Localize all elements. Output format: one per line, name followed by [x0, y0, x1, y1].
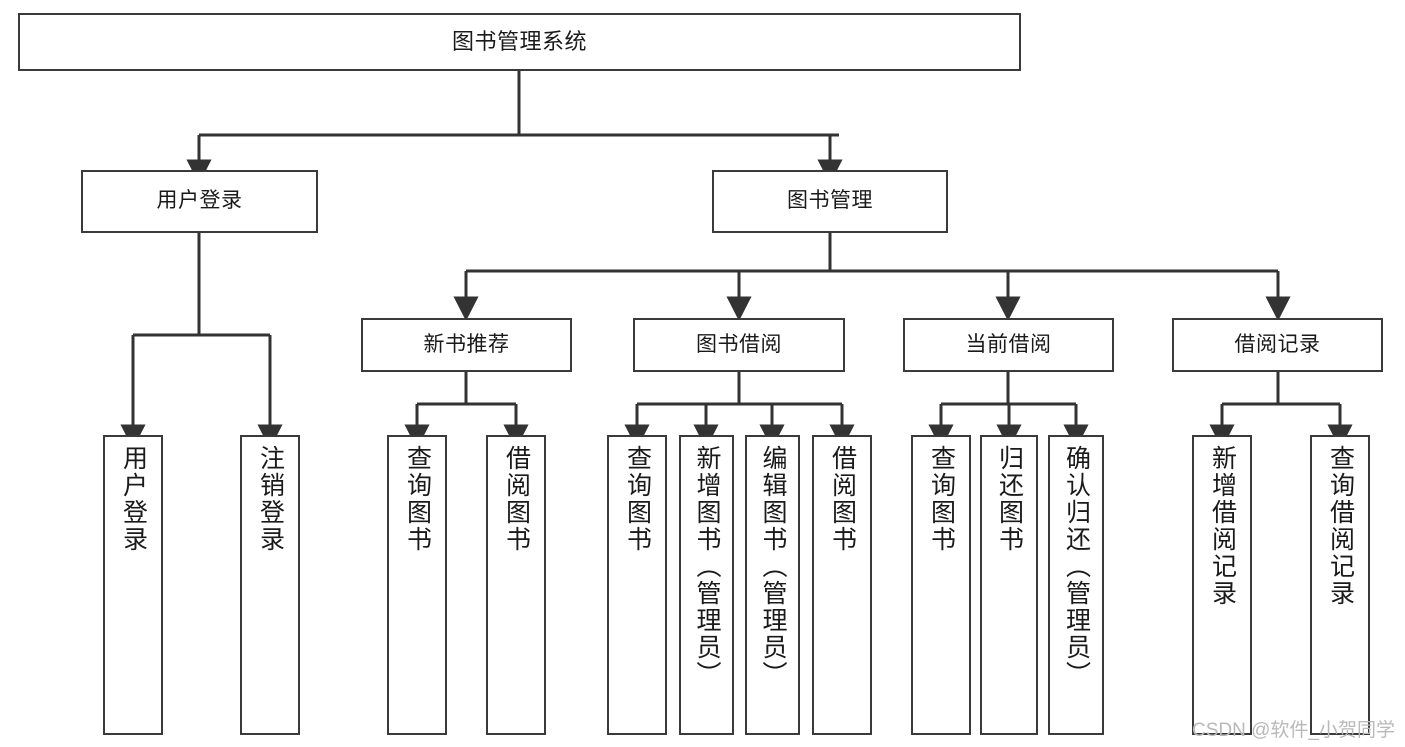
node-current-borrow[interactable]: 当前借阅 [903, 318, 1114, 372]
node-leaf-add-record-label: 新增借阅记录 [1208, 445, 1237, 607]
node-borrow-record-label: 借阅记录 [1234, 332, 1321, 356]
node-leaf-query-book-2-label: 查询图书 [623, 445, 652, 553]
node-leaf-add-record[interactable]: 新增借阅记录 [1192, 435, 1252, 735]
node-new-book-recommend-label: 新书推荐 [423, 332, 510, 356]
node-leaf-borrow-book-2-label: 借阅图书 [828, 445, 857, 553]
node-leaf-query-book-3-label: 查询图书 [927, 445, 956, 553]
node-book-management[interactable]: 图书管理 [712, 170, 948, 233]
node-leaf-logout-login[interactable]: 注销登录 [240, 435, 300, 735]
node-borrow-record[interactable]: 借阅记录 [1172, 318, 1383, 372]
node-leaf-logout-login-label: 注销登录 [256, 445, 285, 553]
node-leaf-confirm-return-label: 确认归还（管理员） [1062, 445, 1091, 688]
node-leaf-borrow-book-2[interactable]: 借阅图书 [812, 435, 872, 735]
node-user-login[interactable]: 用户登录 [81, 170, 318, 233]
csdn-watermark: CSDN @软件_小贺同学 [1192, 720, 1395, 741]
node-leaf-query-book-1-label: 查询图书 [403, 445, 432, 553]
node-leaf-confirm-return[interactable]: 确认归还（管理员） [1048, 435, 1104, 735]
node-leaf-query-book-1[interactable]: 查询图书 [387, 435, 447, 735]
node-leaf-borrow-book-1-label: 借阅图书 [502, 445, 531, 553]
node-leaf-user-login[interactable]: 用户登录 [103, 435, 163, 735]
node-leaf-query-record-label: 查询借阅记录 [1326, 445, 1355, 607]
node-book-management-label: 图书管理 [787, 189, 873, 213]
node-user-login-label: 用户登录 [156, 189, 243, 213]
node-leaf-add-book-label: 新增图书（管理员） [693, 445, 721, 688]
node-leaf-edit-book-label: 编辑图书（管理员） [759, 445, 787, 688]
node-new-book-recommend[interactable]: 新书推荐 [361, 318, 572, 372]
node-root-label: 图书管理系统 [451, 29, 587, 55]
node-leaf-return-book-label: 归还图书 [995, 445, 1024, 553]
node-leaf-query-book-2[interactable]: 查询图书 [607, 435, 667, 735]
node-root[interactable]: 图书管理系统 [18, 13, 1021, 71]
node-book-borrow-label: 图书借阅 [696, 332, 782, 356]
node-leaf-return-book[interactable]: 归还图书 [980, 435, 1038, 735]
node-book-borrow[interactable]: 图书借阅 [633, 318, 845, 372]
node-leaf-borrow-book-1[interactable]: 借阅图书 [486, 435, 546, 735]
node-leaf-user-login-label: 用户登录 [119, 445, 148, 553]
node-leaf-edit-book[interactable]: 编辑图书（管理员） [745, 435, 800, 735]
node-current-borrow-label: 当前借阅 [965, 332, 1052, 356]
node-leaf-add-book[interactable]: 新增图书（管理员） [679, 435, 734, 735]
node-leaf-query-book-3[interactable]: 查询图书 [911, 435, 971, 735]
node-leaf-query-record[interactable]: 查询借阅记录 [1310, 435, 1370, 735]
